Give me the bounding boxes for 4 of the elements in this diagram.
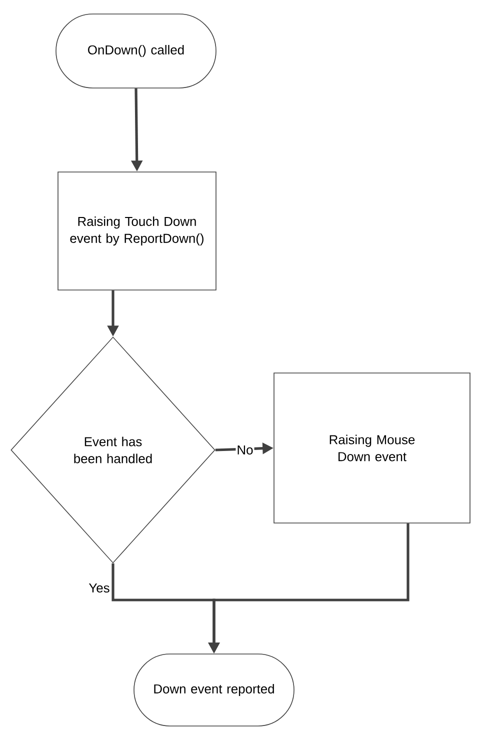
process-box: Raising Touch Down event by ReportDown()	[58, 172, 216, 290]
edge-label: No	[236, 444, 254, 456]
process-box: Raising Mouse Down event	[274, 372, 470, 524]
edge-label: Yes	[88, 582, 111, 594]
